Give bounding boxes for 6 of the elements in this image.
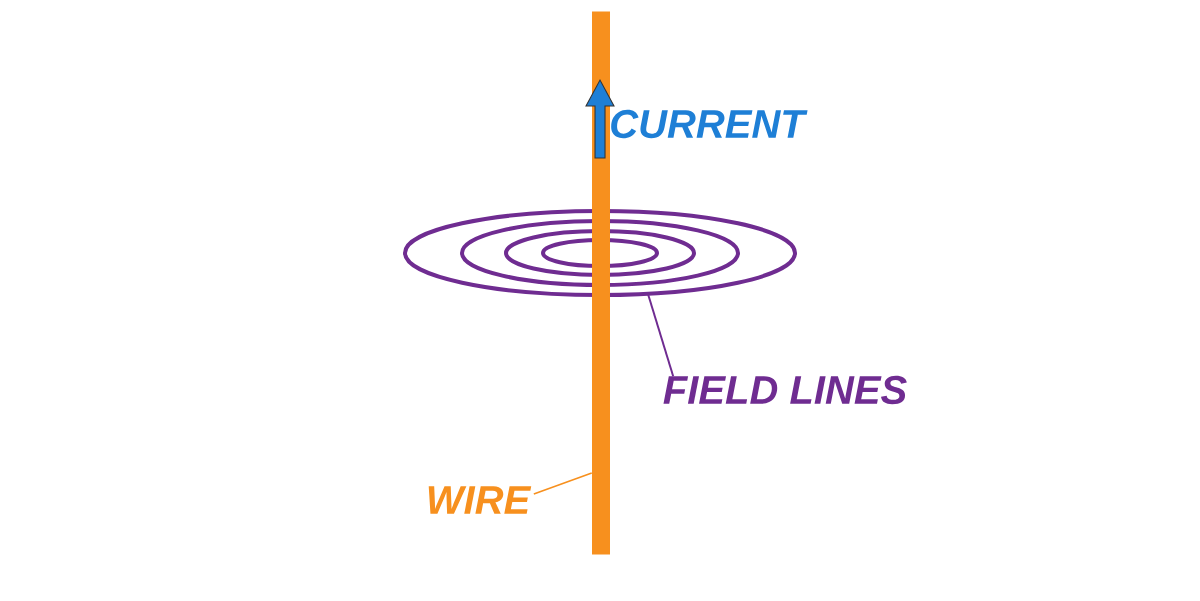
wire — [592, 11, 610, 555]
field-lines-label: FIELD LINES — [663, 375, 907, 405]
leader-line — [647, 293, 675, 378]
current-label: CURRENT — [611, 109, 808, 139]
leader-line — [533, 472, 593, 495]
wire-label: WIRE — [428, 486, 532, 514]
